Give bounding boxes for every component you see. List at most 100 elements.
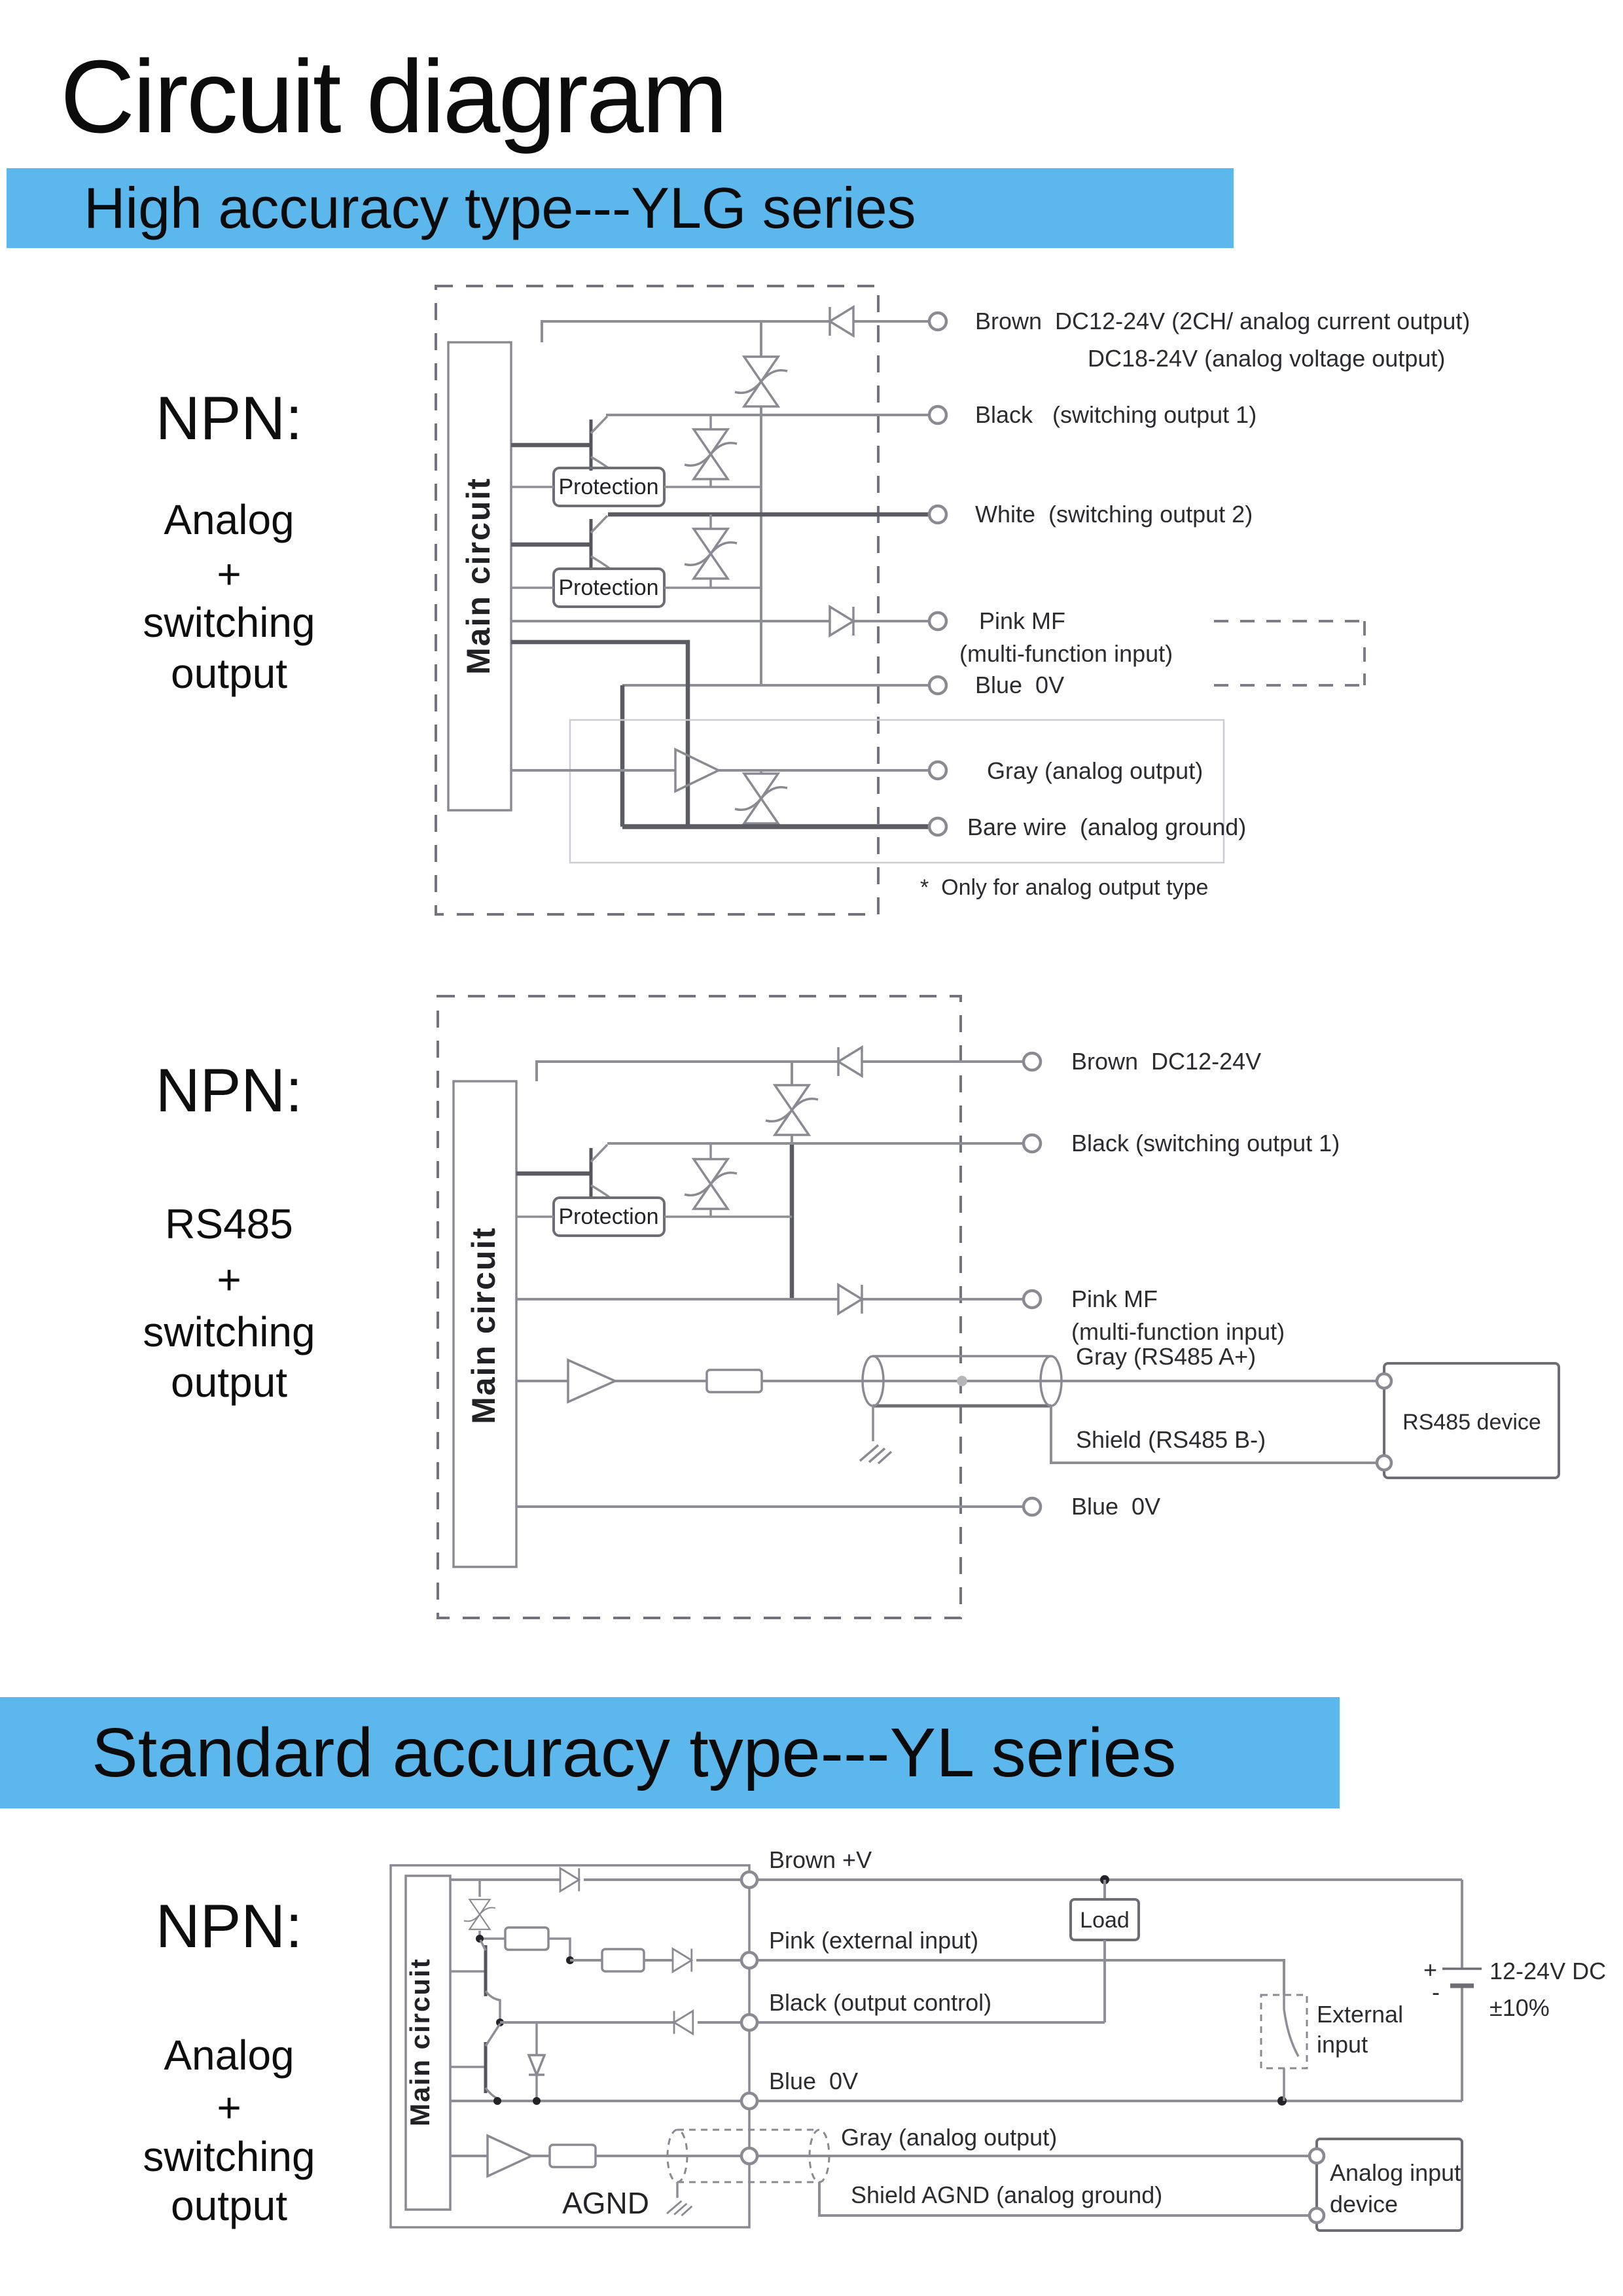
diagram-yl-analog-switching: Main circuit bbox=[389, 1846, 1606, 2232]
main-circuit-box bbox=[452, 1080, 518, 1568]
diagram-ylg-rs485-switching: Main circuit Protection bbox=[437, 995, 1560, 1619]
label-bare: Bare wire (analog ground) bbox=[967, 814, 1246, 840]
driver-buffer-icon bbox=[567, 1358, 618, 1404]
external-label-2: input bbox=[1317, 2031, 1368, 2058]
block1-output-label: output bbox=[171, 650, 287, 697]
minus-label: - bbox=[1432, 1979, 1440, 2005]
wire-gray-analog bbox=[511, 747, 929, 827]
terminal-gray bbox=[927, 760, 948, 781]
wire-brown bbox=[541, 306, 929, 342]
label-black: Black (switching output 1) bbox=[975, 401, 1257, 428]
analog-section-box bbox=[569, 719, 1225, 864]
rs485-device-box: RS485 device bbox=[1375, 1362, 1560, 1479]
switch-output2-stage: Protection bbox=[511, 512, 929, 608]
buffer-icon bbox=[674, 747, 722, 793]
power-supply: + - 12-24V DC ±10% bbox=[1423, 1880, 1606, 2101]
protection2-label: Protection bbox=[558, 575, 658, 600]
terminal-pink bbox=[1022, 1289, 1043, 1310]
note-analog-only: * Only for analog output type bbox=[920, 875, 1208, 900]
protection1-label: Protection bbox=[558, 475, 658, 499]
rs485-device-label: RS485 device bbox=[1402, 1410, 1541, 1435]
cable-core-dot bbox=[957, 1376, 967, 1386]
section-banner-ylg-label: High accuracy type---YLG series bbox=[84, 175, 916, 240]
wire-shield-agnd bbox=[818, 2182, 1309, 2217]
label-gray: Gray (analog output) bbox=[987, 757, 1203, 784]
block2-plus-label: + bbox=[217, 1256, 241, 1303]
label-blue: Blue 0V bbox=[1071, 1493, 1160, 1520]
terminal-white bbox=[927, 504, 948, 525]
main-circuit-label: Main circuit bbox=[460, 477, 497, 675]
agnd-label: AGND bbox=[562, 2186, 649, 2220]
terminal-bare-wire bbox=[927, 816, 948, 837]
block1-analog-label: Analog bbox=[164, 496, 294, 543]
wire-gray-analog bbox=[450, 2128, 1309, 2217]
label-brown: Brown DC12-24V (2CH/ analog current outp… bbox=[975, 308, 1470, 334]
block3-npn-label: NPN: bbox=[155, 1892, 303, 1960]
label-pink: Pink MF bbox=[979, 607, 1065, 634]
terminal-black bbox=[1022, 1133, 1043, 1154]
label-brown: Brown DC12-24V bbox=[1071, 1048, 1261, 1075]
switch-blade-icon bbox=[1283, 2009, 1300, 2057]
terminal-blue bbox=[1022, 1496, 1043, 1517]
terminal-blue bbox=[740, 2091, 759, 2111]
label-pink: Pink MF bbox=[1071, 1285, 1158, 1312]
section-banner-ylg: High accuracy type---YLG series bbox=[7, 168, 1234, 248]
wire-pink-mf bbox=[516, 1283, 1024, 1315]
block3-plus-label: + bbox=[217, 2084, 241, 2131]
resistor-icon bbox=[705, 1369, 763, 1393]
page-title: Circuit diagram bbox=[60, 39, 728, 154]
label-black: Black (output control) bbox=[769, 1989, 991, 2016]
block1-plus-label: + bbox=[217, 550, 241, 598]
sensor-boundary-dashed-box bbox=[435, 285, 880, 916]
terminal-black bbox=[740, 2013, 759, 2032]
resistor-icon bbox=[548, 2144, 597, 2168]
label-brown: Brown +V bbox=[769, 1846, 872, 1873]
internal-vertical-tvs bbox=[764, 1062, 819, 1299]
psu-tolerance-label: ±10% bbox=[1489, 1994, 1550, 2021]
wire-pink bbox=[570, 1947, 1285, 1995]
label-gray-a: Gray (RS485 A+) bbox=[1076, 1343, 1256, 1370]
analog-device-label-2: device bbox=[1330, 2191, 1398, 2217]
rs485-line bbox=[516, 1355, 1376, 1465]
wire-blue bbox=[450, 2096, 1462, 2106]
analog-device-label-1: Analog input bbox=[1330, 2159, 1461, 2186]
terminal-gray bbox=[740, 2146, 759, 2166]
block3-analog-label: Analog bbox=[164, 2032, 294, 2079]
label-blue: Blue 0V bbox=[975, 672, 1064, 698]
label-white: White (switching output 2) bbox=[975, 501, 1253, 528]
switch-output1-stage: Protection bbox=[511, 414, 929, 507]
terminal-pink bbox=[740, 1950, 759, 1970]
load-label: Load bbox=[1080, 1908, 1130, 1933]
device-terminal-analog bbox=[1308, 2147, 1326, 2165]
internal-front-end bbox=[450, 1880, 574, 2026]
wire-brown bbox=[450, 1867, 1462, 1893]
label-pink2: (multi-function input) bbox=[959, 640, 1173, 667]
wire-pink-mf bbox=[511, 605, 929, 637]
label-gray: Gray (analog output) bbox=[841, 2124, 1057, 2151]
wire-black bbox=[450, 2009, 1105, 2101]
terminal-brown bbox=[927, 311, 948, 332]
label-shield: Shield AGND (analog ground) bbox=[851, 2181, 1162, 2208]
main-circuit-box bbox=[404, 1874, 452, 2211]
wire-shield bbox=[1050, 1406, 1376, 1464]
block3-switching-label: switching bbox=[143, 2133, 315, 2180]
analog-input-device-box: Analog input device bbox=[1308, 2138, 1463, 2232]
psu-voltage-label: 12-24V DC bbox=[1489, 1958, 1606, 1984]
switch-output1-stage: Protection bbox=[516, 1142, 1024, 1237]
external-label-1: External bbox=[1317, 2001, 1403, 2028]
main-circuit-label: Main circuit bbox=[465, 1227, 502, 1424]
main-circuit-box bbox=[447, 341, 512, 812]
sensor-boundary-box bbox=[389, 1864, 751, 2229]
device-terminal-b bbox=[1375, 1454, 1393, 1472]
block1-npn-label: NPN: bbox=[155, 384, 303, 452]
resistor-icon bbox=[504, 1926, 550, 1951]
block2-npn-label: NPN: bbox=[155, 1056, 303, 1124]
block1-switching-label: switching bbox=[143, 599, 315, 646]
block2-switching-label: switching bbox=[143, 1308, 315, 1355]
resistor-icon bbox=[601, 1948, 645, 1973]
terminal-black bbox=[927, 404, 948, 425]
terminal-blue bbox=[927, 675, 948, 696]
protection-label: Protection bbox=[558, 1204, 658, 1229]
label-blue: Blue 0V bbox=[769, 2068, 858, 2094]
